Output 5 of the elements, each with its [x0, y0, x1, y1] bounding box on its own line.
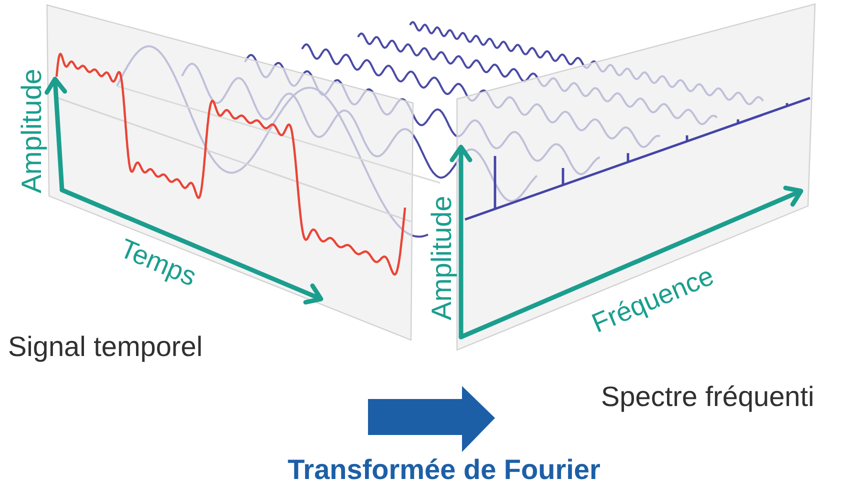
panel-caption: Spectre fréquenti — [601, 383, 814, 411]
axis-label: Amplitude — [428, 196, 456, 320]
arrow-caption: Transformée de Fourier — [288, 456, 600, 484]
panel-caption: Signal temporel — [8, 333, 203, 361]
axis-label: Amplitude — [18, 68, 46, 194]
